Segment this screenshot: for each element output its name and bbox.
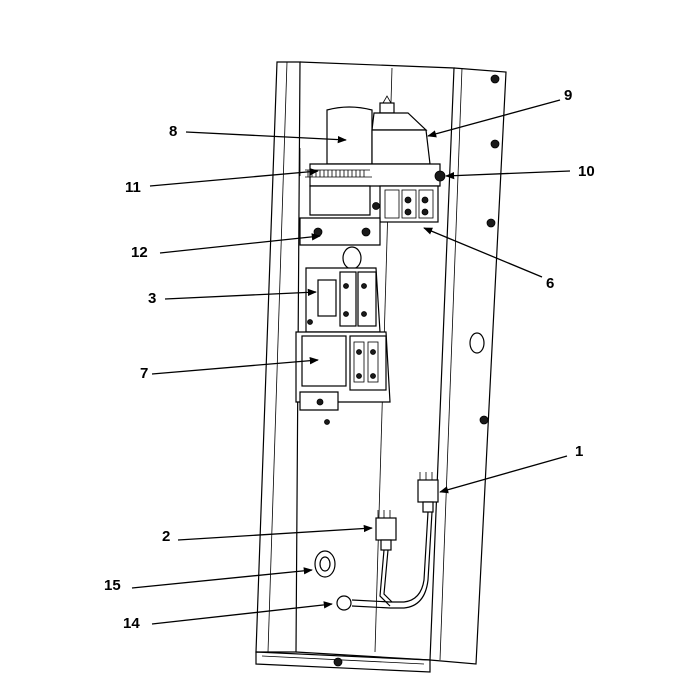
callout-2: 2 bbox=[162, 528, 170, 545]
mounting-screws bbox=[324, 74, 500, 667]
leader-2 bbox=[177, 524, 373, 541]
leader-6 bbox=[423, 227, 543, 278]
leader-14 bbox=[151, 601, 333, 625]
callout-12: 12 bbox=[131, 244, 148, 261]
leader-12 bbox=[159, 233, 321, 254]
leader-1 bbox=[439, 455, 568, 494]
leader-3 bbox=[164, 288, 317, 300]
leader-10 bbox=[445, 170, 571, 180]
callout-3: 3 bbox=[148, 290, 156, 307]
callout-6: 6 bbox=[546, 275, 554, 292]
leader-11 bbox=[149, 168, 319, 187]
leader-8 bbox=[185, 131, 347, 144]
contactor-lower bbox=[295, 331, 391, 411]
callout-14: 14 bbox=[123, 615, 140, 632]
callout-9: 9 bbox=[564, 87, 572, 104]
timer-motor-assembly bbox=[299, 95, 446, 246]
leader-9 bbox=[427, 99, 561, 138]
callout-7: 7 bbox=[140, 365, 148, 382]
callout-1: 1 bbox=[575, 443, 583, 460]
callout-11: 11 bbox=[125, 179, 141, 196]
callout-15: 15 bbox=[104, 577, 121, 594]
leader-lines bbox=[131, 99, 571, 625]
callout-labels: 1 2 3 6 7 8 9 10 11 12 14 15 bbox=[104, 87, 595, 632]
leader-15 bbox=[131, 567, 313, 589]
callout-8: 8 bbox=[169, 123, 177, 140]
sensor-probes bbox=[314, 472, 439, 611]
contactor-upper bbox=[305, 246, 381, 333]
callout-10: 10 bbox=[578, 163, 595, 180]
leader-7 bbox=[151, 357, 319, 375]
